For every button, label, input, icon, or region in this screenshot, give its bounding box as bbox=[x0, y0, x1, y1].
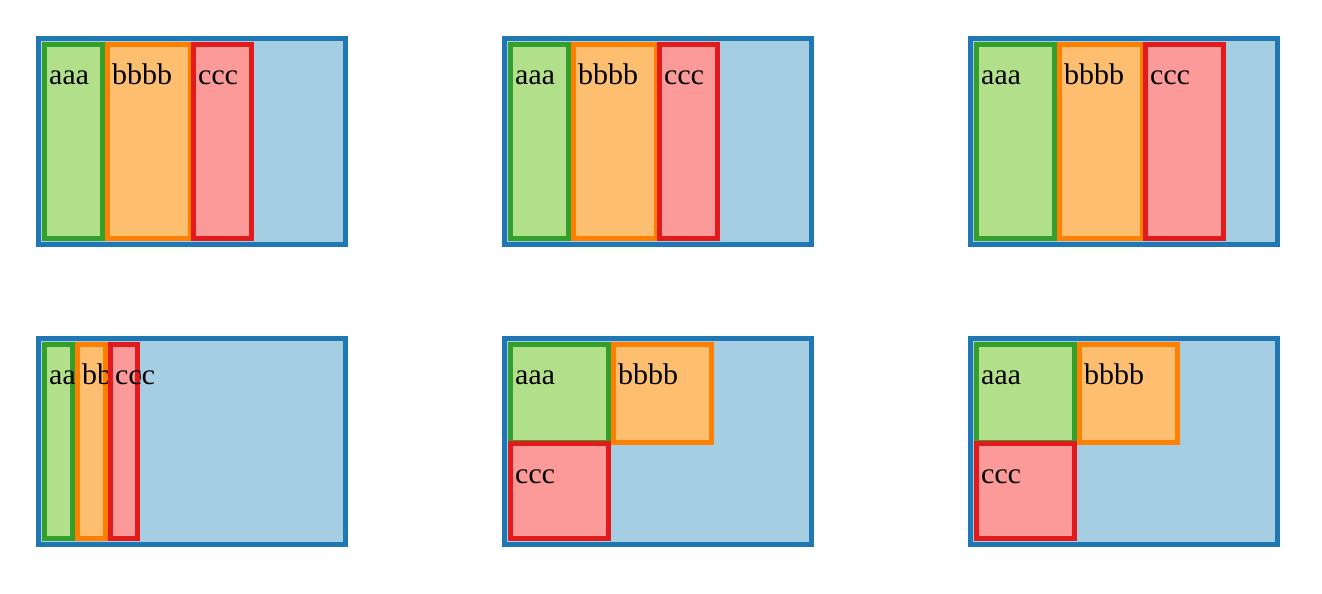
item-ccc: ccc bbox=[191, 42, 254, 241]
item-label: aaa bbox=[981, 358, 1021, 391]
item-ccc: ccc bbox=[108, 342, 155, 541]
item-bbbb: bbbb bbox=[611, 342, 714, 445]
item-bbbb: bbbb bbox=[75, 342, 142, 541]
item-label: bbbb bbox=[618, 358, 678, 391]
item-label: ccc bbox=[115, 358, 155, 391]
item-aaa: aaa bbox=[508, 342, 611, 445]
item-aaa: aaa bbox=[42, 42, 105, 241]
flex-container-3: aaa bbbb ccc bbox=[968, 36, 1280, 247]
item-bbbb: bbbb bbox=[1057, 42, 1145, 241]
item-label: ccc bbox=[515, 457, 555, 490]
item-aaa: aaa bbox=[974, 342, 1077, 445]
flex-container-2: aaa bbbb ccc bbox=[502, 36, 814, 247]
item-label: ccc bbox=[981, 457, 1021, 490]
flex-container-5: aaa bbbb ccc bbox=[502, 336, 814, 547]
item-ccc: ccc bbox=[657, 42, 720, 241]
item-label: aaa bbox=[49, 58, 89, 91]
item-label: aaa bbox=[981, 58, 1021, 91]
item-bbbb: bbbb bbox=[571, 42, 659, 241]
flex-container-6: aaa bbbb ccc bbox=[968, 336, 1280, 547]
item-aaa: aaa bbox=[508, 42, 571, 241]
item-ccc: ccc bbox=[1143, 42, 1226, 241]
item-ccc: ccc bbox=[508, 441, 611, 541]
flex-container-4: aaa bbbb ccc bbox=[36, 336, 348, 547]
item-aaa: aaa bbox=[42, 342, 89, 541]
item-ccc: ccc bbox=[974, 441, 1077, 541]
item-label: ccc bbox=[198, 58, 238, 91]
item-bbbb: bbbb bbox=[1077, 342, 1180, 445]
item-bbbb: bbbb bbox=[105, 42, 193, 241]
item-label: aaa bbox=[515, 58, 555, 91]
item-aaa: aaa bbox=[974, 42, 1057, 241]
item-label: bbbb bbox=[578, 58, 638, 91]
item-label: bbbb bbox=[1084, 358, 1144, 391]
item-label: ccc bbox=[1150, 58, 1190, 91]
item-label: bbbb bbox=[112, 58, 172, 91]
item-label: aaa bbox=[515, 358, 555, 391]
item-label: ccc bbox=[664, 58, 704, 91]
item-label: bbbb bbox=[1064, 58, 1124, 91]
flex-container-1: aaa bbbb ccc bbox=[36, 36, 348, 247]
